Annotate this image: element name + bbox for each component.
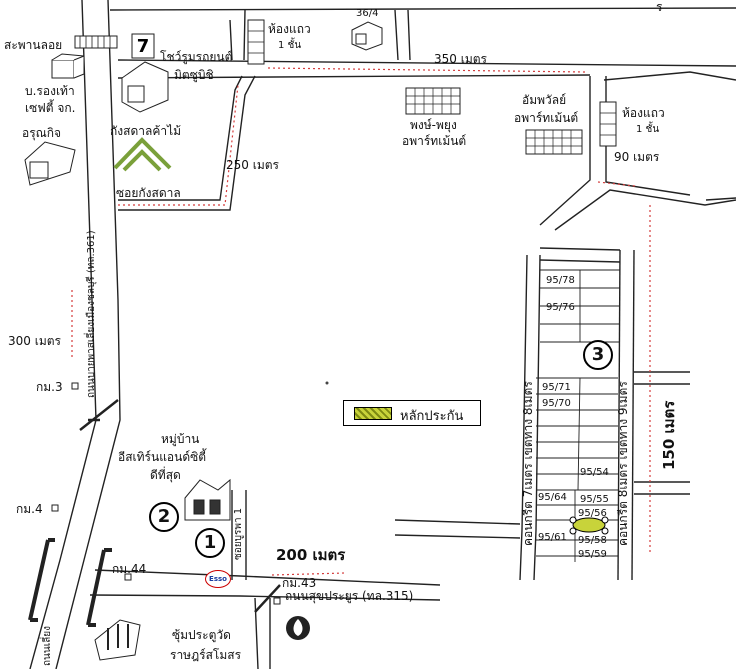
corner-mark: ร: [656, 0, 663, 14]
temple-gate-structure: [94, 619, 141, 661]
stray-dot: [325, 381, 329, 385]
label-sapan-loi: สะพานลอย: [4, 38, 63, 52]
row-house-top-building: [247, 19, 265, 65]
ptt-station-icon: [286, 616, 310, 640]
label-kangsadan: กังสดาลค้าไม้: [110, 124, 182, 138]
house-36-4-building: [351, 21, 383, 51]
sapan-loi-bridge: [74, 35, 118, 49]
label-distance-90: 90 เมตร: [614, 150, 660, 164]
legend-box: หลักประกัน: [343, 400, 481, 426]
orunkij-building: [24, 141, 76, 186]
pongpayung-apartment-building: [405, 87, 461, 115]
km4-post: [51, 504, 59, 512]
distance-line-250: [118, 84, 239, 206]
soi-kangsadan-road: [118, 75, 256, 211]
label-distance-200: 200 เมตร: [276, 546, 346, 564]
label-pongpayung-2: อพาร์ทเม้นต์: [402, 134, 467, 148]
right-lower-road: [634, 481, 690, 495]
sukhumvit-road: [89, 569, 441, 669]
label-village-2: อีสเทิร์นแอนด์ซิตี้: [118, 450, 207, 464]
lot-95-61: 95/61: [538, 532, 567, 543]
lot-95-71: 95/71: [542, 382, 571, 393]
label-bottom-left-road: ถนนเลี่ยง: [42, 625, 53, 666]
gate-bracket-left: [28, 538, 55, 622]
label-mitsubishi-1: โชว์รูมรถยนต์: [160, 50, 233, 64]
label-ampawan-2: อพาร์ทเม้นต์: [514, 111, 579, 125]
label-house-36-4: 36/4: [356, 8, 379, 19]
marker-2: 2: [149, 502, 179, 532]
label-row-house-top-2: 1 ชั้น: [278, 40, 302, 51]
label-shoe-factory-1: บ.รองเท้า: [25, 84, 75, 98]
label-orunkij: อรุณกิจ: [22, 126, 62, 140]
lot-95-76: 95/76: [546, 302, 575, 313]
seven-eleven-logo: 7: [131, 33, 155, 59]
concrete-road-left-edges: [519, 254, 541, 581]
concrete-road-right-edges: [617, 249, 635, 581]
distance-line-200: [271, 572, 346, 576]
village-building: [184, 478, 231, 521]
label-km3: กม.3: [36, 380, 63, 394]
km3-post: [71, 382, 79, 390]
label-km43: กม.43: [282, 576, 317, 590]
lot-95-55: 95/55: [580, 494, 609, 505]
seven-eleven-glyph: 7: [137, 36, 150, 57]
label-distance-350: 350 เมตร: [434, 52, 487, 66]
label-km4: กม.4: [16, 502, 43, 516]
km44-post: [124, 573, 132, 581]
lot-95-56: 95/56: [578, 508, 607, 519]
km43-post: [273, 597, 281, 605]
label-row-house-right-1: ห้องแถว: [622, 106, 665, 120]
railway-mark-bottom: [254, 584, 281, 613]
label-mitsubishi-2: มิตซูบิชิ: [174, 68, 214, 82]
label-distance-250: 250 เมตร: [226, 158, 279, 172]
side-road-top-2: [394, 9, 411, 61]
distance-line-350: [267, 67, 586, 73]
row-house-right-building: [599, 101, 617, 147]
legend-collateral-swatch: [354, 407, 392, 420]
lot-95-78: 95/78: [546, 275, 575, 286]
label-concrete-left: คอนกรีต 7เมตร เขตทาง 8เมตร: [521, 381, 535, 546]
lot-95-54: 95/54: [580, 467, 609, 478]
legend-collateral-label: หลักประกัน: [400, 409, 464, 424]
marker-1: 1: [195, 528, 225, 558]
side-road-top-1: [229, 9, 246, 61]
railway-mark-top: [79, 399, 119, 431]
lower-connector-road: [394, 519, 521, 539]
label-km44: กม.44: [112, 562, 147, 576]
label-village-1: หมู่บ้าน: [161, 432, 200, 446]
label-soi-village: ซอยบูรพา 1: [233, 507, 244, 560]
label-temple-gate-2: ราษฎร์สโมสร: [170, 648, 242, 662]
label-shoe-factory-2: เซฟตี้ จก.: [25, 101, 76, 115]
marker-3: 3: [583, 340, 613, 370]
right-cross-road: [634, 371, 690, 385]
shoe-factory-building: [51, 53, 85, 79]
label-concrete-right: คอนกรีต 8เมตร เขตทาง 9เมตร: [616, 381, 630, 546]
label-soi-kangsadan: ซอยกังสดาล: [116, 186, 181, 200]
label-village-3: ดีที่สุด: [150, 468, 181, 482]
lot-95-59: 95/59: [578, 549, 607, 560]
label-row-house-right-2: 1 ชั้น: [636, 124, 660, 135]
label-distance-300: 300 เมตร: [8, 334, 61, 348]
mitsubishi-showroom-building: [121, 61, 169, 113]
top-road: [109, 7, 736, 79]
soi-village-road: [231, 490, 247, 580]
distance-line-90: [597, 181, 636, 187]
collateral-lot-marker: [569, 516, 609, 535]
label-pongpayung-1: พงษ์-พยุง: [410, 118, 457, 132]
lot-95-58: 95/58: [578, 535, 607, 546]
label-main-road: ถนนบายพาสเลี่ยงเมืองชลบุรี (ทล.361): [86, 230, 97, 398]
upper-lot-road: [539, 247, 621, 263]
lot-95-64: 95/64: [538, 492, 567, 503]
esso-logo: Esso: [205, 570, 231, 588]
label-sukhumvit-road: ถนนสุขประยูร (ทล.315): [285, 589, 414, 603]
label-temple-gate-1: ซุ้มประตูวัด: [172, 628, 231, 642]
lot-95-70: 95/70: [542, 398, 571, 409]
label-distance-150: 150 เมตร: [660, 400, 678, 470]
label-ampawan-1: อัมพวัลย์: [522, 93, 567, 107]
ampawan-apartment-building: [525, 129, 583, 155]
kangsadan-shop-building: [113, 137, 172, 172]
gate-bracket-right: [86, 548, 112, 627]
label-row-house-top-1: ห้องแถว: [268, 22, 311, 36]
